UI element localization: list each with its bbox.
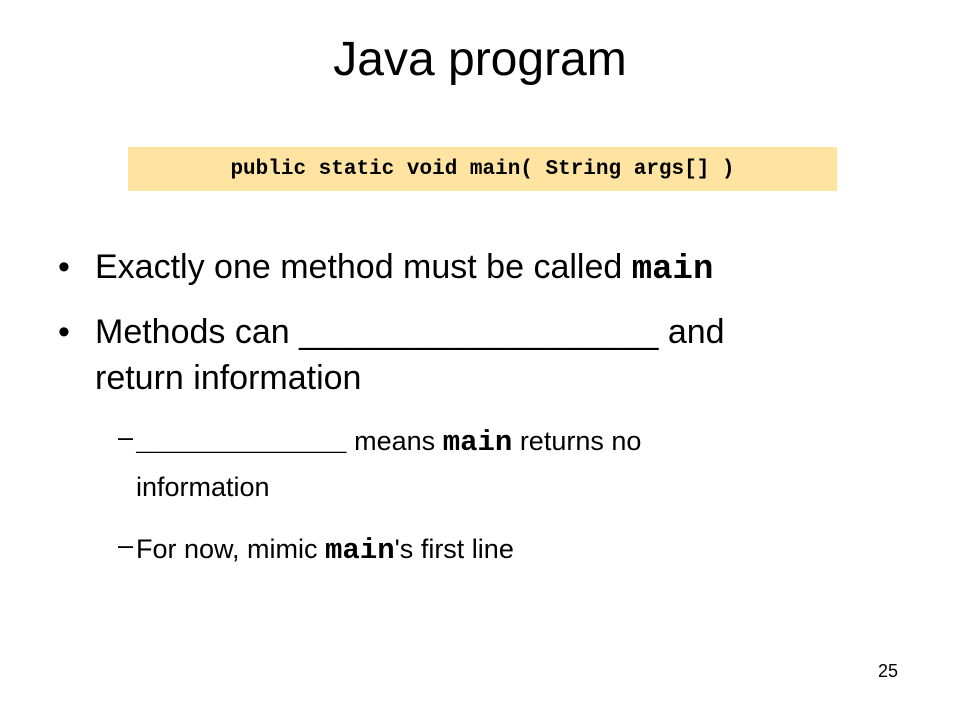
sub-bullet-text: _____________ means main returns no xyxy=(136,418,896,467)
slide-title: Java program xyxy=(333,33,627,86)
bullet-2-blank: ___________________ xyxy=(299,313,659,351)
bullet-item-2: • Methods can ___________________ and re… xyxy=(0,312,960,402)
sub-2-text-before: For now, mimic xyxy=(136,534,326,564)
bullet-mark: • xyxy=(58,313,70,351)
main-signature-code: public static void main( String args[] ) xyxy=(230,157,735,181)
code-highlight-box: public static void main( String args[] ) xyxy=(128,147,837,191)
sub-2-text-after: 's first line xyxy=(394,534,514,564)
bullet-1-code: main xyxy=(631,251,714,289)
sub-bullet-mark: – xyxy=(118,422,134,452)
sub-1-text-mid: means xyxy=(346,426,443,456)
sub-1-code: main xyxy=(442,426,513,459)
sub-1-line-2: information xyxy=(136,472,270,502)
bullet-mark: • xyxy=(58,248,70,286)
sub-bullet-text: For now, mimic main's first line xyxy=(136,526,896,574)
bullet-2-text-after: and xyxy=(658,313,725,351)
bullet-1-text: Exactly one method must be called xyxy=(95,248,632,286)
sub-1-blank: _____________ xyxy=(136,429,347,459)
bullet-2-text-before: Methods can xyxy=(95,313,300,351)
sub-bullet-item-1: – _____________ means main returns no in… xyxy=(0,418,960,510)
sub-1-text-after: returns no xyxy=(512,426,642,456)
bullet-item-1: • Exactly one method must be called main xyxy=(0,247,960,291)
sub-2-code: main xyxy=(325,534,395,567)
bullet-text: Exactly one method must be called main xyxy=(95,247,915,290)
page-number: 25 xyxy=(878,661,899,681)
sub-bullet-mark: – xyxy=(118,530,134,560)
bullet-2-line-2: return information xyxy=(95,359,362,397)
sub-bullet-item-2: – For now, mimic main's first line xyxy=(0,526,960,574)
bullet-text: Methods can ___________________ and xyxy=(95,312,915,352)
